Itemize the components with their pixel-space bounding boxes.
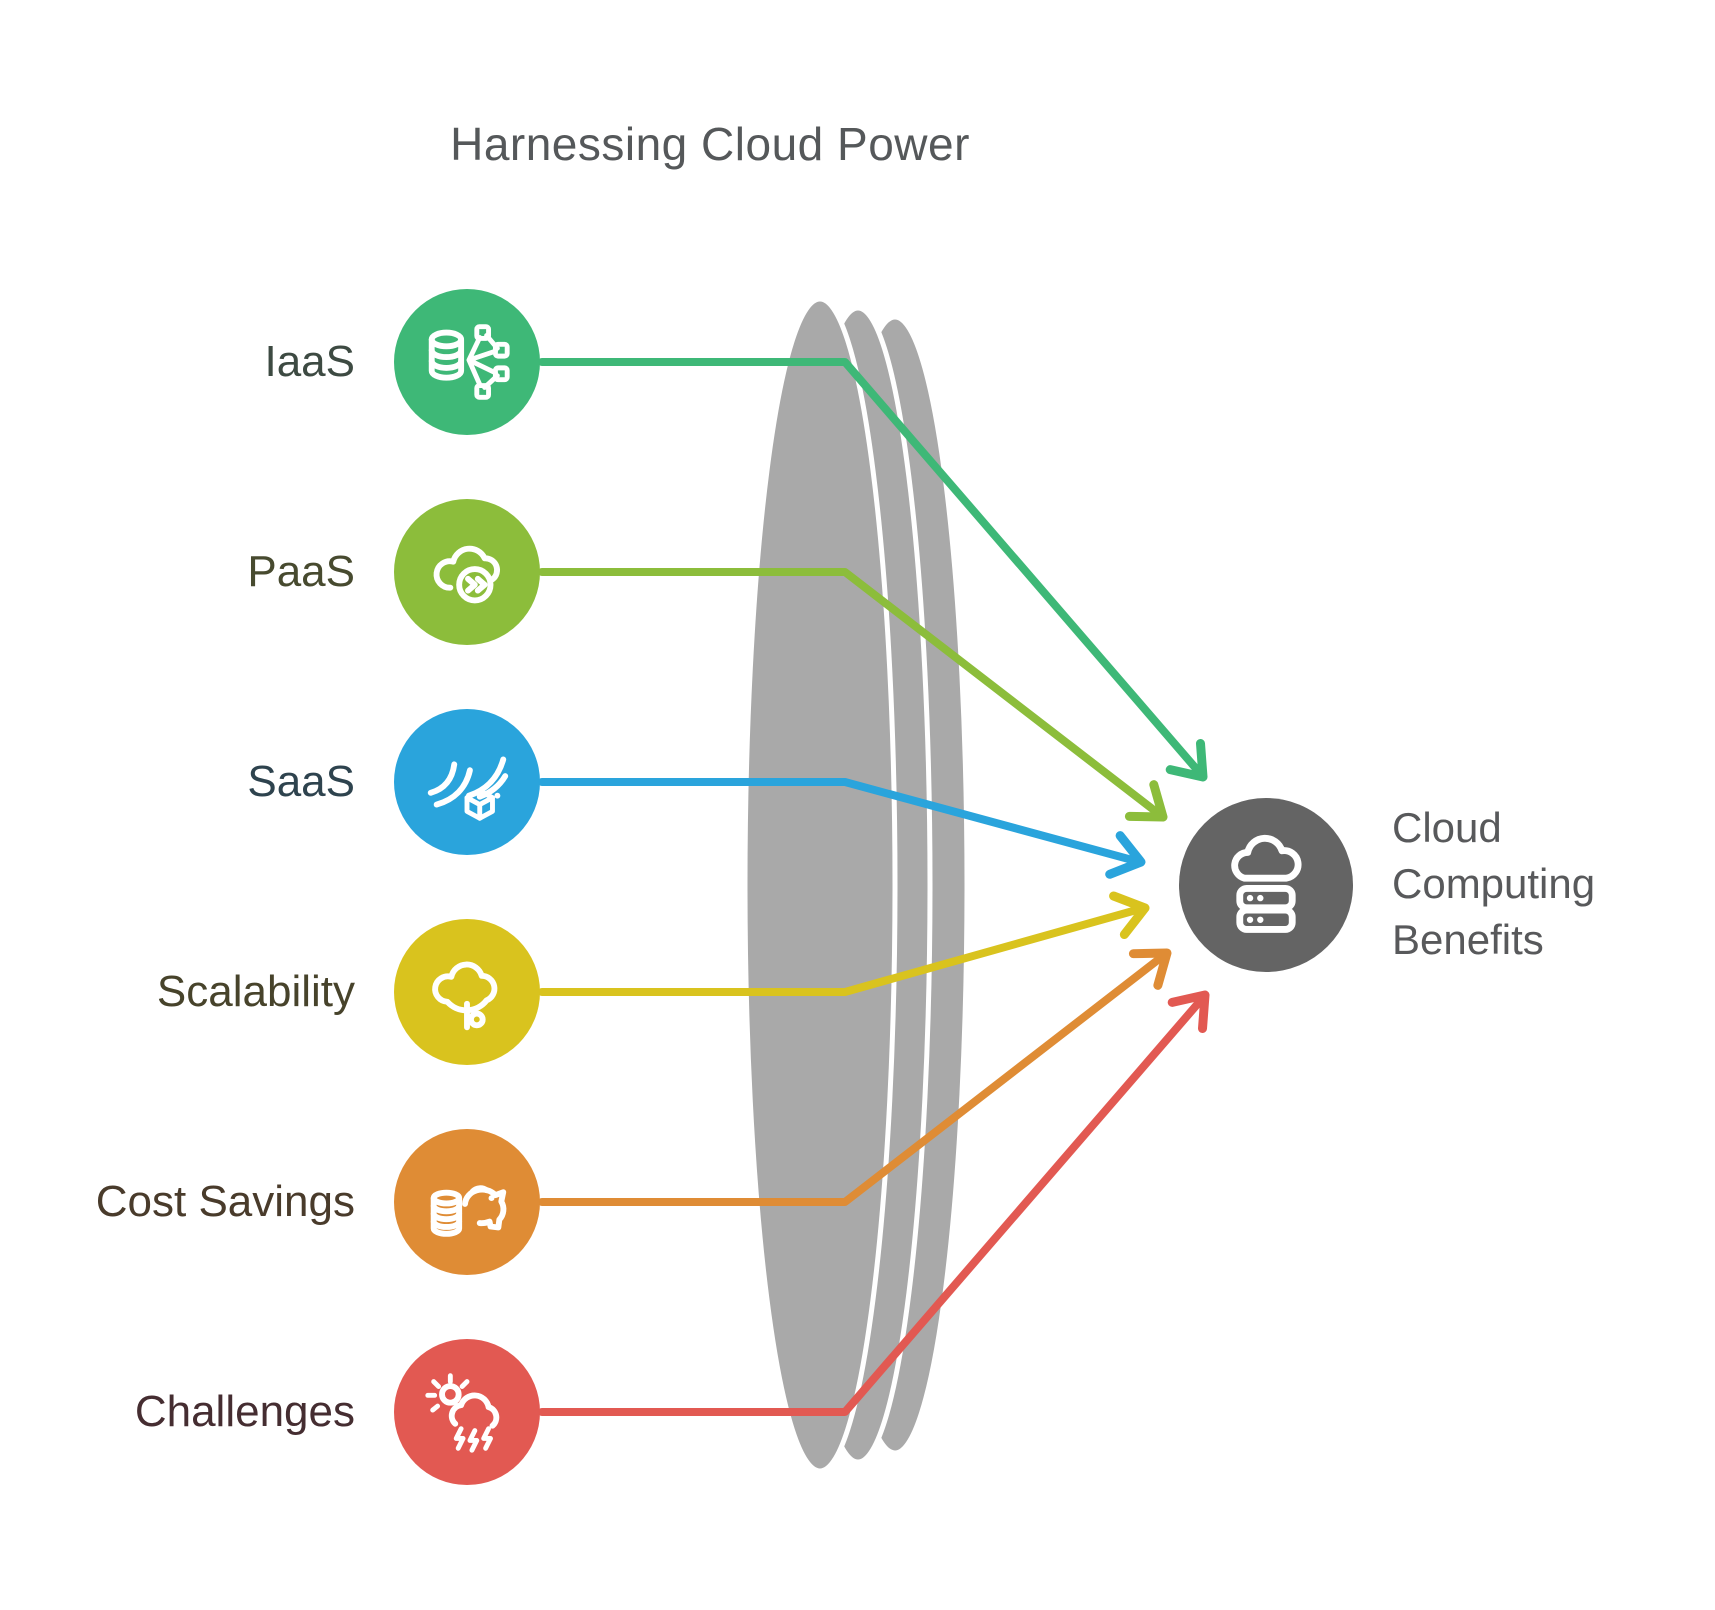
paas-badge xyxy=(394,499,540,645)
lens-layer-front xyxy=(742,296,898,1474)
challenges-badge xyxy=(394,1339,540,1485)
benefits-node xyxy=(1179,798,1353,972)
label-cost-savings: Cost Savings xyxy=(95,1177,355,1226)
arrowhead-scalability xyxy=(1109,891,1150,940)
connector-cost-savings xyxy=(538,952,1167,1206)
connector-scalability xyxy=(538,905,1144,996)
arrowhead-saas xyxy=(1105,831,1146,879)
cost-savings-badge xyxy=(394,1129,540,1275)
arrowhead-iaas xyxy=(1165,738,1208,782)
label-scalability: Scalability xyxy=(156,967,355,1016)
connector-iaas xyxy=(538,358,1203,776)
label-challenges: Challenges xyxy=(134,1387,355,1436)
arrowhead-paas xyxy=(1124,780,1168,822)
piggy-bank-coins-icon xyxy=(430,1185,507,1237)
benefits-label-line1: Cloud xyxy=(1392,804,1502,851)
benefits-label-line2: Computing xyxy=(1392,860,1596,907)
scalability-badge xyxy=(394,919,540,1065)
arrowhead-challenges xyxy=(1167,990,1210,1034)
cloud-fast-forward-icon xyxy=(433,545,501,604)
arrowhead-cost-savings xyxy=(1128,948,1172,990)
connector-paas xyxy=(538,568,1163,818)
label-iaas: IaaS xyxy=(264,337,355,386)
page-title: Harnessing Cloud Power xyxy=(450,118,970,170)
label-paas: PaaS xyxy=(247,547,355,596)
connector-challenges xyxy=(538,996,1205,1416)
connector-saas xyxy=(538,778,1140,865)
iaas-badge xyxy=(394,289,540,435)
cloud-server-icon xyxy=(1231,834,1302,933)
database-network-icon xyxy=(428,324,510,400)
storm-cloud-lightning-icon xyxy=(425,1373,500,1453)
benefits-label-line3: Benefits xyxy=(1392,916,1544,963)
cloud-tree-icon xyxy=(432,961,498,1031)
benefits-label: Cloud Computing Benefits xyxy=(1392,800,1692,968)
saas-badge xyxy=(394,709,540,855)
label-saas: SaaS xyxy=(247,757,355,806)
wind-cube-icon xyxy=(427,756,509,821)
